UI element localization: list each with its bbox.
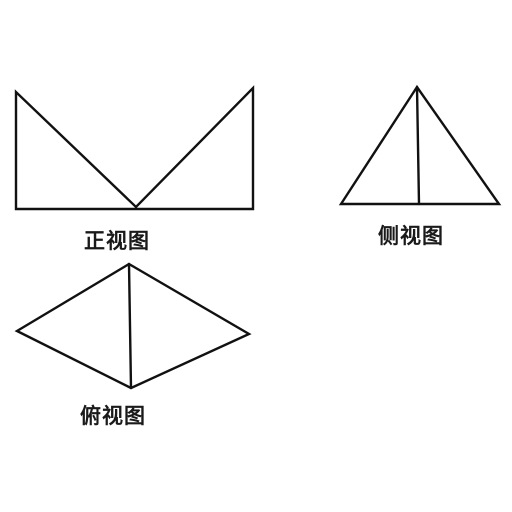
front-view xyxy=(14,85,255,211)
side-view-altitude xyxy=(415,85,421,206)
top-view-label: 俯视图 xyxy=(80,404,146,428)
side-view-triangle xyxy=(338,84,502,206)
top-view xyxy=(14,262,252,390)
top-view-rhombus xyxy=(14,262,252,390)
top-view-diagonal xyxy=(127,262,133,390)
side-view xyxy=(338,84,502,206)
front-view-label: 正视图 xyxy=(84,229,150,253)
front-view-outline xyxy=(14,85,255,211)
side-view-label: 侧视图 xyxy=(378,224,444,248)
